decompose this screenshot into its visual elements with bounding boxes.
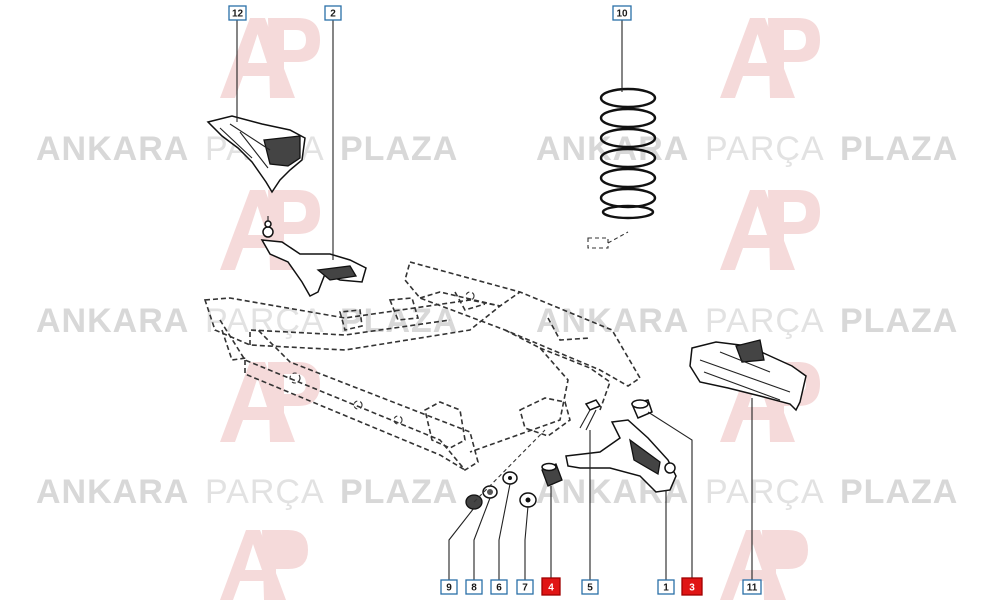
callout-2[interactable]: 2	[324, 5, 342, 21]
part-2-upper-control-arm	[260, 216, 367, 297]
watermark-logo	[720, 18, 820, 98]
watermark-word: PLAZA	[340, 130, 458, 168]
watermark-logo	[220, 362, 320, 442]
part-8-washer	[482, 485, 498, 499]
callout-label: 9	[446, 583, 452, 594]
part-5-bolt	[579, 399, 602, 431]
watermark-word: ANKARA	[536, 302, 689, 340]
leader-lines	[236, 20, 753, 580]
callout-label: 11	[747, 583, 758, 594]
callout-label: 5	[587, 583, 593, 594]
watermark-word: PLAZA	[340, 302, 458, 340]
watermark-word: PLAZA	[840, 130, 958, 168]
callout-label: 3	[689, 583, 695, 594]
callout-12[interactable]: 12	[228, 5, 247, 21]
part-4-bushing	[541, 462, 563, 487]
watermark-word: PARÇA	[705, 473, 825, 511]
callout-6[interactable]: 6	[490, 579, 508, 595]
assembly-axis	[473, 429, 546, 503]
part-7-washer	[519, 492, 537, 508]
part-10-spring-seat	[587, 231, 629, 249]
callout-label: 6	[496, 583, 502, 594]
callout-label: 10	[616, 9, 628, 20]
watermark-word: PARÇA	[705, 302, 825, 340]
front-subframe	[203, 261, 642, 472]
watermark-word: PLAZA	[340, 473, 458, 511]
watermark-text: ANKARA PARÇA PLAZA ANKARA PARÇA PLAZA AN…	[36, 130, 958, 511]
part-12-fender-liner-left	[206, 115, 306, 194]
watermark-word: PARÇA	[205, 473, 325, 511]
callout-label: 1	[663, 583, 669, 594]
part-10-coil-spring	[599, 87, 657, 220]
watermark-word: ANKARA	[36, 130, 189, 168]
part-6-washer	[502, 471, 518, 485]
callout-7[interactable]: 7	[516, 579, 534, 595]
callout-label: 12	[232, 9, 244, 20]
watermark-word: ANKARA	[36, 473, 189, 511]
watermark-logo	[720, 190, 820, 270]
callout-label: 4	[548, 583, 554, 594]
callout-10[interactable]: 10	[612, 5, 632, 21]
watermark-logo	[220, 530, 308, 600]
watermark-word: PLAZA	[840, 302, 958, 340]
part-3-bushing	[630, 399, 653, 419]
watermark-logo	[720, 530, 808, 600]
watermark-word: PARÇA	[705, 130, 825, 168]
watermark-word: ANKARA	[36, 302, 189, 340]
callout-label: 2	[330, 9, 336, 20]
watermark-word: ANKARA	[536, 130, 689, 168]
callout-11[interactable]: 11	[742, 579, 762, 595]
callout-5[interactable]: 5	[581, 579, 599, 595]
callout-9[interactable]: 9	[440, 579, 458, 595]
callout-3[interactable]: 3	[681, 577, 703, 596]
watermark-word: PLAZA	[840, 473, 958, 511]
watermark-logo	[220, 18, 320, 98]
callout-8[interactable]: 8	[465, 579, 483, 595]
callout-label: 8	[471, 583, 477, 594]
callout-4[interactable]: 4	[541, 577, 561, 596]
part-11-fender-liner-right	[689, 339, 807, 412]
callout-label: 7	[522, 583, 528, 594]
callout-1[interactable]: 1	[657, 579, 675, 595]
